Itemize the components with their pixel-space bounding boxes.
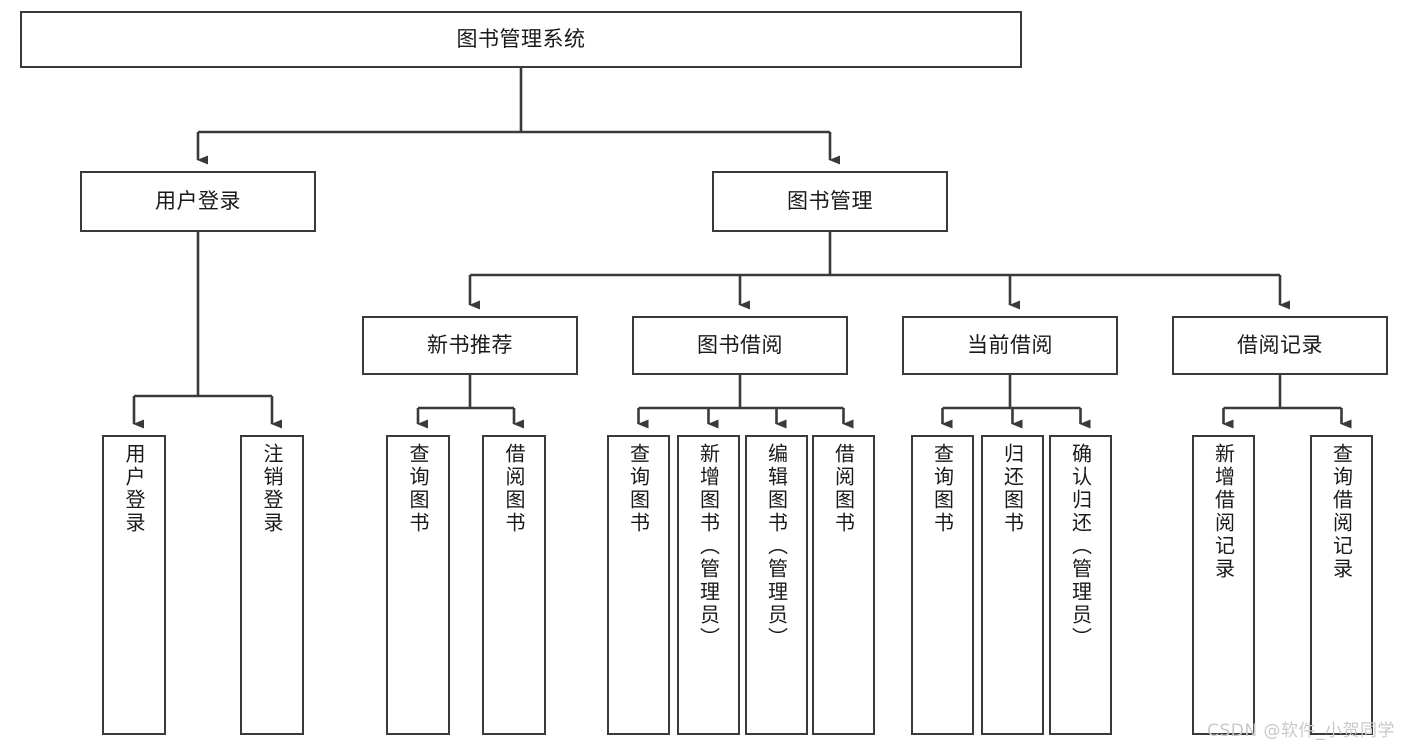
node-label: 查询借阅记录: [1329, 443, 1354, 581]
node-leaf-query-book-3: 查询图书: [911, 435, 974, 735]
node-current-borrow: 当前借阅: [902, 316, 1118, 375]
node-label: 新书推荐: [427, 333, 513, 358]
node-user-login: 用户登录: [80, 171, 316, 232]
node-label: 编辑图书（管理员）: [764, 443, 789, 650]
node-label: 新增图书（管理员）: [696, 443, 721, 650]
node-label: 用户登录: [155, 189, 241, 214]
node-label: 借阅图书: [502, 443, 526, 535]
node-label: 用户登录: [122, 443, 146, 535]
node-leaf-query-record: 查询借阅记录: [1310, 435, 1373, 735]
node-label: 归还图书: [1000, 443, 1025, 535]
node-leaf-confirm-return: 确认归还（管理员）: [1049, 435, 1112, 735]
node-label: 图书借阅: [697, 333, 783, 358]
node-leaf-edit-book: 编辑图书（管理员）: [745, 435, 808, 735]
csdn-watermark: CSDN @软件_小贺同学: [1207, 721, 1395, 741]
node-leaf-borrow-book-1: 借阅图书: [482, 435, 546, 735]
node-leaf-logout: 注销登录: [240, 435, 304, 735]
node-label: 图书管理: [787, 189, 873, 214]
node-label: 确认归还（管理员）: [1068, 443, 1093, 650]
node-label: 新增借阅记录: [1211, 443, 1236, 581]
node-leaf-borrow-book-2: 借阅图书: [812, 435, 875, 735]
node-leaf-add-book: 新增图书（管理员）: [677, 435, 740, 735]
node-leaf-user-login: 用户登录: [102, 435, 166, 735]
node-borrow-record: 借阅记录: [1172, 316, 1388, 375]
node-label: 借阅图书: [831, 443, 856, 535]
node-leaf-add-record: 新增借阅记录: [1192, 435, 1255, 735]
node-leaf-query-book-1: 查询图书: [386, 435, 450, 735]
node-book-borrow: 图书借阅: [632, 316, 848, 375]
node-book-manage: 图书管理: [712, 171, 948, 232]
node-label: 查询图书: [930, 443, 955, 535]
node-label: 注销登录: [260, 443, 284, 535]
node-leaf-return-book: 归还图书: [981, 435, 1044, 735]
node-root: 图书管理系统: [20, 11, 1022, 68]
node-new-book-rec: 新书推荐: [362, 316, 578, 375]
node-label: 查询图书: [406, 443, 430, 535]
node-label: 查询图书: [626, 443, 651, 535]
node-label: 借阅记录: [1237, 333, 1323, 358]
node-label: 当前借阅: [967, 333, 1053, 358]
node-leaf-query-book-2: 查询图书: [607, 435, 670, 735]
node-label: 图书管理系统: [456, 27, 586, 52]
